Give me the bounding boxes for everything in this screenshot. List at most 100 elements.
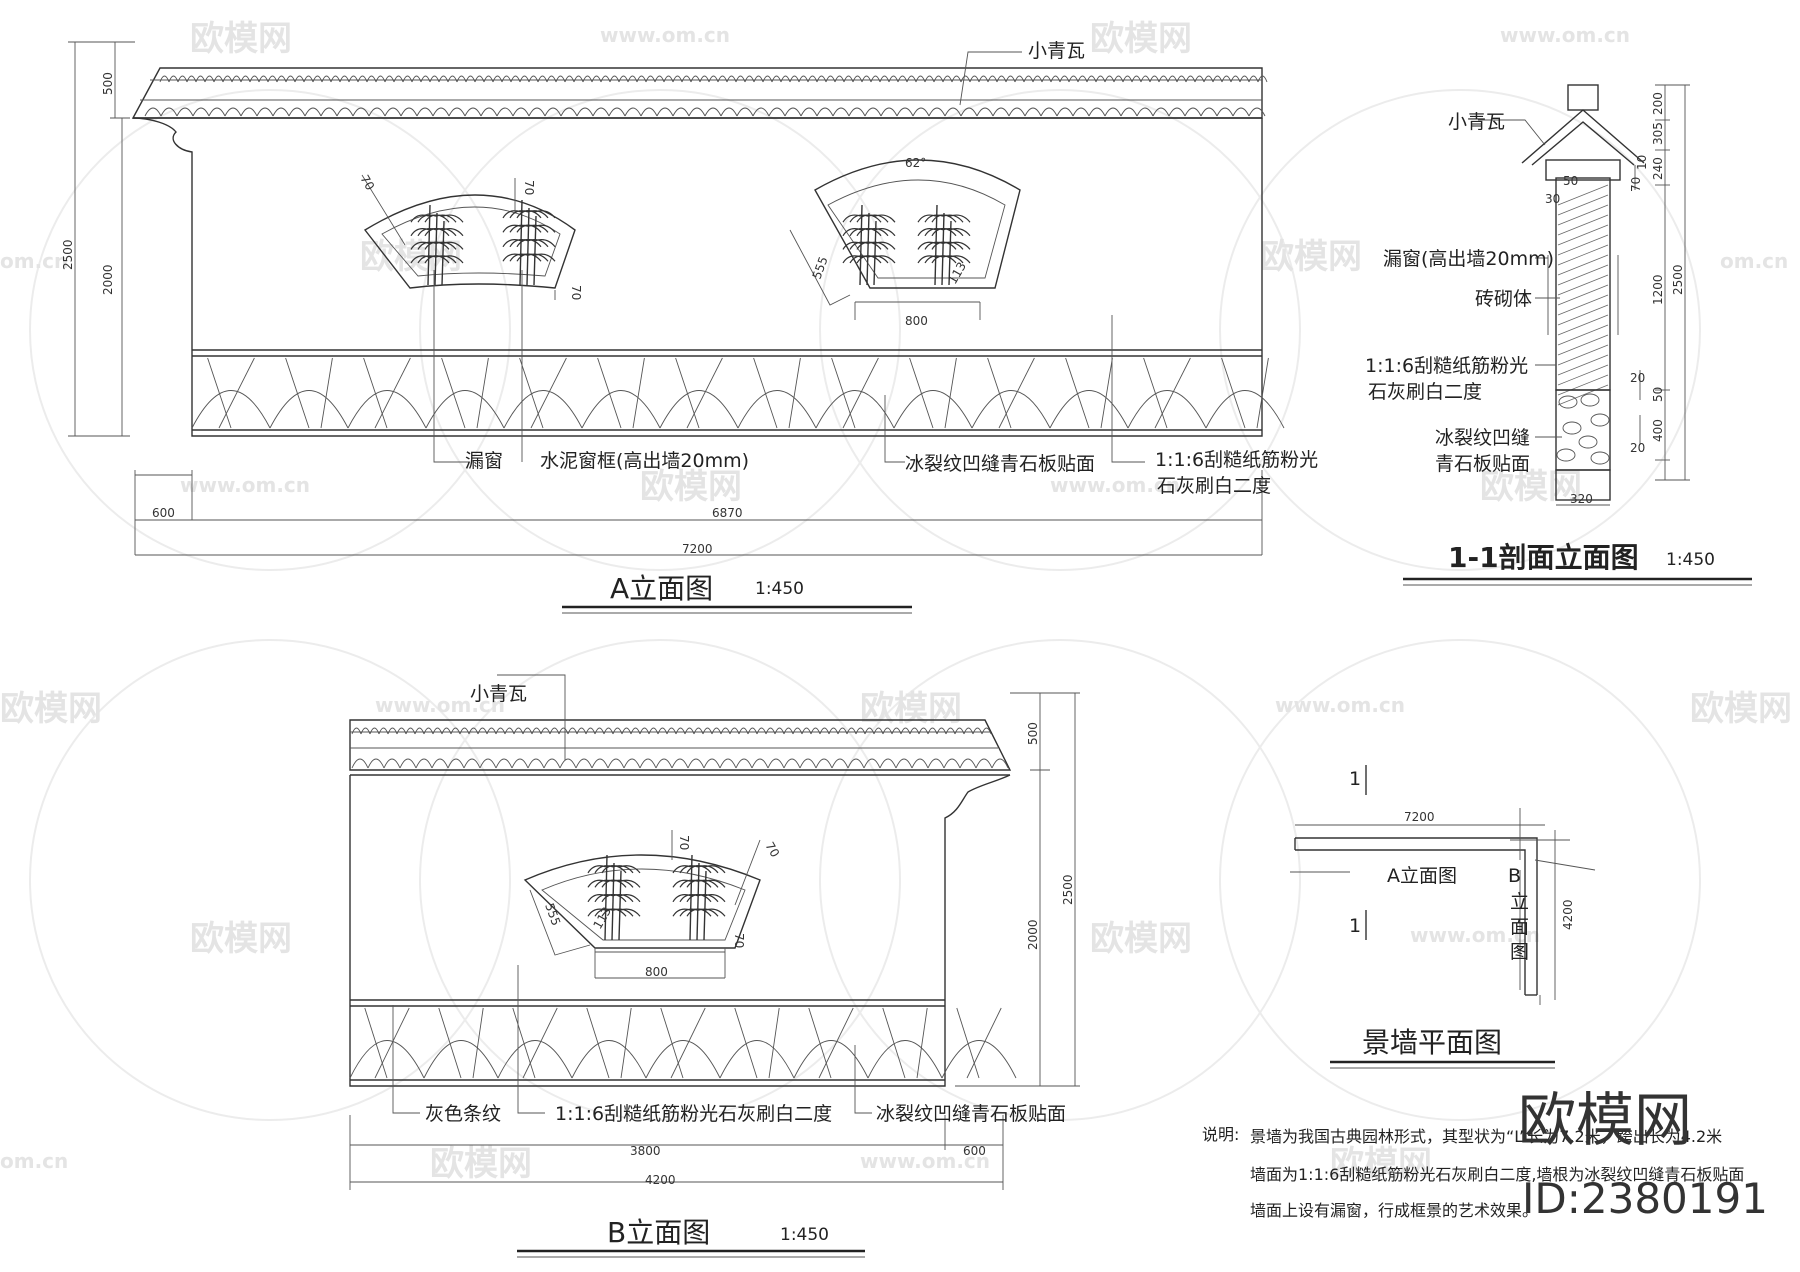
brick-hatch bbox=[1557, 214, 1609, 236]
crack-arc bbox=[581, 390, 661, 429]
notes-line-1: 景墙为我国古典园林形式，其型状为“L”长为7.2米，跨出长为4.2米 bbox=[1250, 1127, 1722, 1146]
bamboo-leaf bbox=[874, 228, 896, 237]
bamboo-leaf bbox=[534, 210, 556, 219]
roof-tile bbox=[992, 107, 1010, 117]
crack-arc bbox=[893, 390, 973, 429]
title-section: 1-1剖面立面图 bbox=[1448, 541, 1639, 574]
roof-tile bbox=[415, 758, 433, 769]
watermark-brand: 欧模网 bbox=[1090, 19, 1192, 59]
crack-arc bbox=[719, 1040, 795, 1079]
roof-tile bbox=[1014, 75, 1025, 83]
roof-tile bbox=[1216, 107, 1234, 117]
roof-tile bbox=[927, 727, 938, 735]
bamboo-stalk bbox=[618, 870, 622, 941]
label-plaster-b: 1:1:6刮糙纸筋粉光石灰刷白二度 bbox=[555, 1103, 832, 1125]
dim-plan-7200: 7200 bbox=[1404, 810, 1435, 824]
roof-tile bbox=[1041, 75, 1052, 83]
roof-tile bbox=[799, 758, 817, 769]
dim-section-70: 70 bbox=[1629, 177, 1643, 192]
plan-label-b: B bbox=[1508, 865, 1521, 887]
dim-a-600: 600 bbox=[152, 506, 175, 520]
bamboo-leaf bbox=[442, 255, 464, 264]
fan-window-b bbox=[523, 830, 761, 979]
crack-line bbox=[374, 357, 411, 429]
brick-hatch bbox=[1557, 364, 1609, 386]
watermark-brand: 欧模网 bbox=[0, 689, 102, 729]
title-elevation-a: A立面图 bbox=[610, 572, 713, 605]
label-plaster-section-1: 1:1:6刮糙纸筋粉光 bbox=[1365, 355, 1528, 377]
roof-tile bbox=[624, 107, 642, 117]
bamboo-leaf bbox=[516, 224, 536, 233]
roof-tile bbox=[924, 75, 935, 83]
roof-tile bbox=[375, 75, 386, 83]
bamboo-stalk bbox=[696, 862, 700, 941]
roof-tile bbox=[432, 727, 443, 735]
roof-tile bbox=[495, 758, 513, 769]
roof-tile bbox=[771, 75, 782, 83]
roof-tile bbox=[753, 75, 764, 83]
dim-b-70-2: 70 bbox=[762, 840, 782, 860]
roof-tile bbox=[639, 758, 657, 769]
roof-tile bbox=[684, 727, 695, 735]
roof-tile bbox=[960, 107, 978, 117]
roof-tile bbox=[383, 758, 401, 769]
roof-tile bbox=[719, 758, 737, 769]
brick-hatch bbox=[1557, 184, 1609, 206]
roof-tile bbox=[450, 727, 461, 735]
roof-tile bbox=[810, 727, 821, 735]
label-stone-b: 冰裂纹凹缝青石板贴面 bbox=[876, 1103, 1066, 1125]
roof-tile bbox=[336, 107, 354, 117]
crack-arc bbox=[737, 390, 817, 429]
roof-tile bbox=[831, 758, 849, 769]
roof-tile bbox=[582, 75, 593, 83]
crack-line bbox=[1221, 357, 1246, 429]
roof-tile bbox=[496, 107, 514, 117]
dim-b-2500: 2500 bbox=[1061, 874, 1075, 905]
bamboo-leaf bbox=[686, 894, 706, 903]
dim-b-600: 600 bbox=[963, 1144, 986, 1158]
roof-tile bbox=[645, 75, 656, 83]
roof-tile bbox=[663, 75, 674, 83]
label-plaster-a-1: 1:1:6刮糙纸筋粉光 bbox=[1155, 449, 1318, 471]
bamboo-leaf bbox=[704, 865, 726, 874]
bamboo-leaf bbox=[424, 214, 444, 223]
roof-tile bbox=[256, 107, 274, 117]
roof-tile bbox=[240, 107, 258, 117]
roof-tile bbox=[294, 75, 305, 83]
roof-tile bbox=[1086, 75, 1097, 83]
crack-arc bbox=[971, 390, 1051, 429]
crack-line bbox=[916, 1007, 928, 1079]
crack-arc bbox=[269, 390, 349, 429]
roof-tile bbox=[900, 727, 911, 735]
bamboo-leaf bbox=[931, 241, 951, 250]
bamboo-leaf bbox=[601, 865, 621, 874]
roof-tile bbox=[348, 75, 359, 83]
roof-tile bbox=[513, 727, 524, 735]
roof-tile bbox=[942, 75, 953, 83]
roof-tile bbox=[1056, 107, 1074, 117]
roof-tile bbox=[969, 75, 980, 83]
roof-tile bbox=[267, 75, 278, 83]
roof-tile bbox=[519, 75, 530, 83]
roof-tile bbox=[944, 107, 962, 117]
bamboo-leaf bbox=[856, 255, 876, 264]
roof-tile bbox=[501, 75, 512, 83]
roof-tile bbox=[671, 758, 689, 769]
roof-tile bbox=[630, 727, 641, 735]
roof-tile bbox=[774, 727, 785, 735]
roof-tile bbox=[720, 107, 738, 117]
label-brick-section: 砖砌体 bbox=[1475, 288, 1532, 310]
bamboo-leaf bbox=[601, 894, 621, 903]
roof-tile bbox=[848, 107, 866, 117]
watermark-url: om.cn bbox=[0, 249, 68, 273]
watermark-url: www.om.cn bbox=[600, 23, 730, 47]
label-frame-a: 水泥窗框(高出墙20mm) bbox=[540, 450, 749, 472]
bamboo-stalk bbox=[533, 215, 537, 286]
brick-hatch bbox=[1557, 204, 1609, 226]
roof-tile bbox=[607, 758, 625, 769]
roof-tile bbox=[402, 75, 413, 83]
roof-tile bbox=[567, 727, 578, 735]
roof-tile bbox=[870, 75, 881, 83]
crack-line bbox=[660, 1007, 684, 1079]
